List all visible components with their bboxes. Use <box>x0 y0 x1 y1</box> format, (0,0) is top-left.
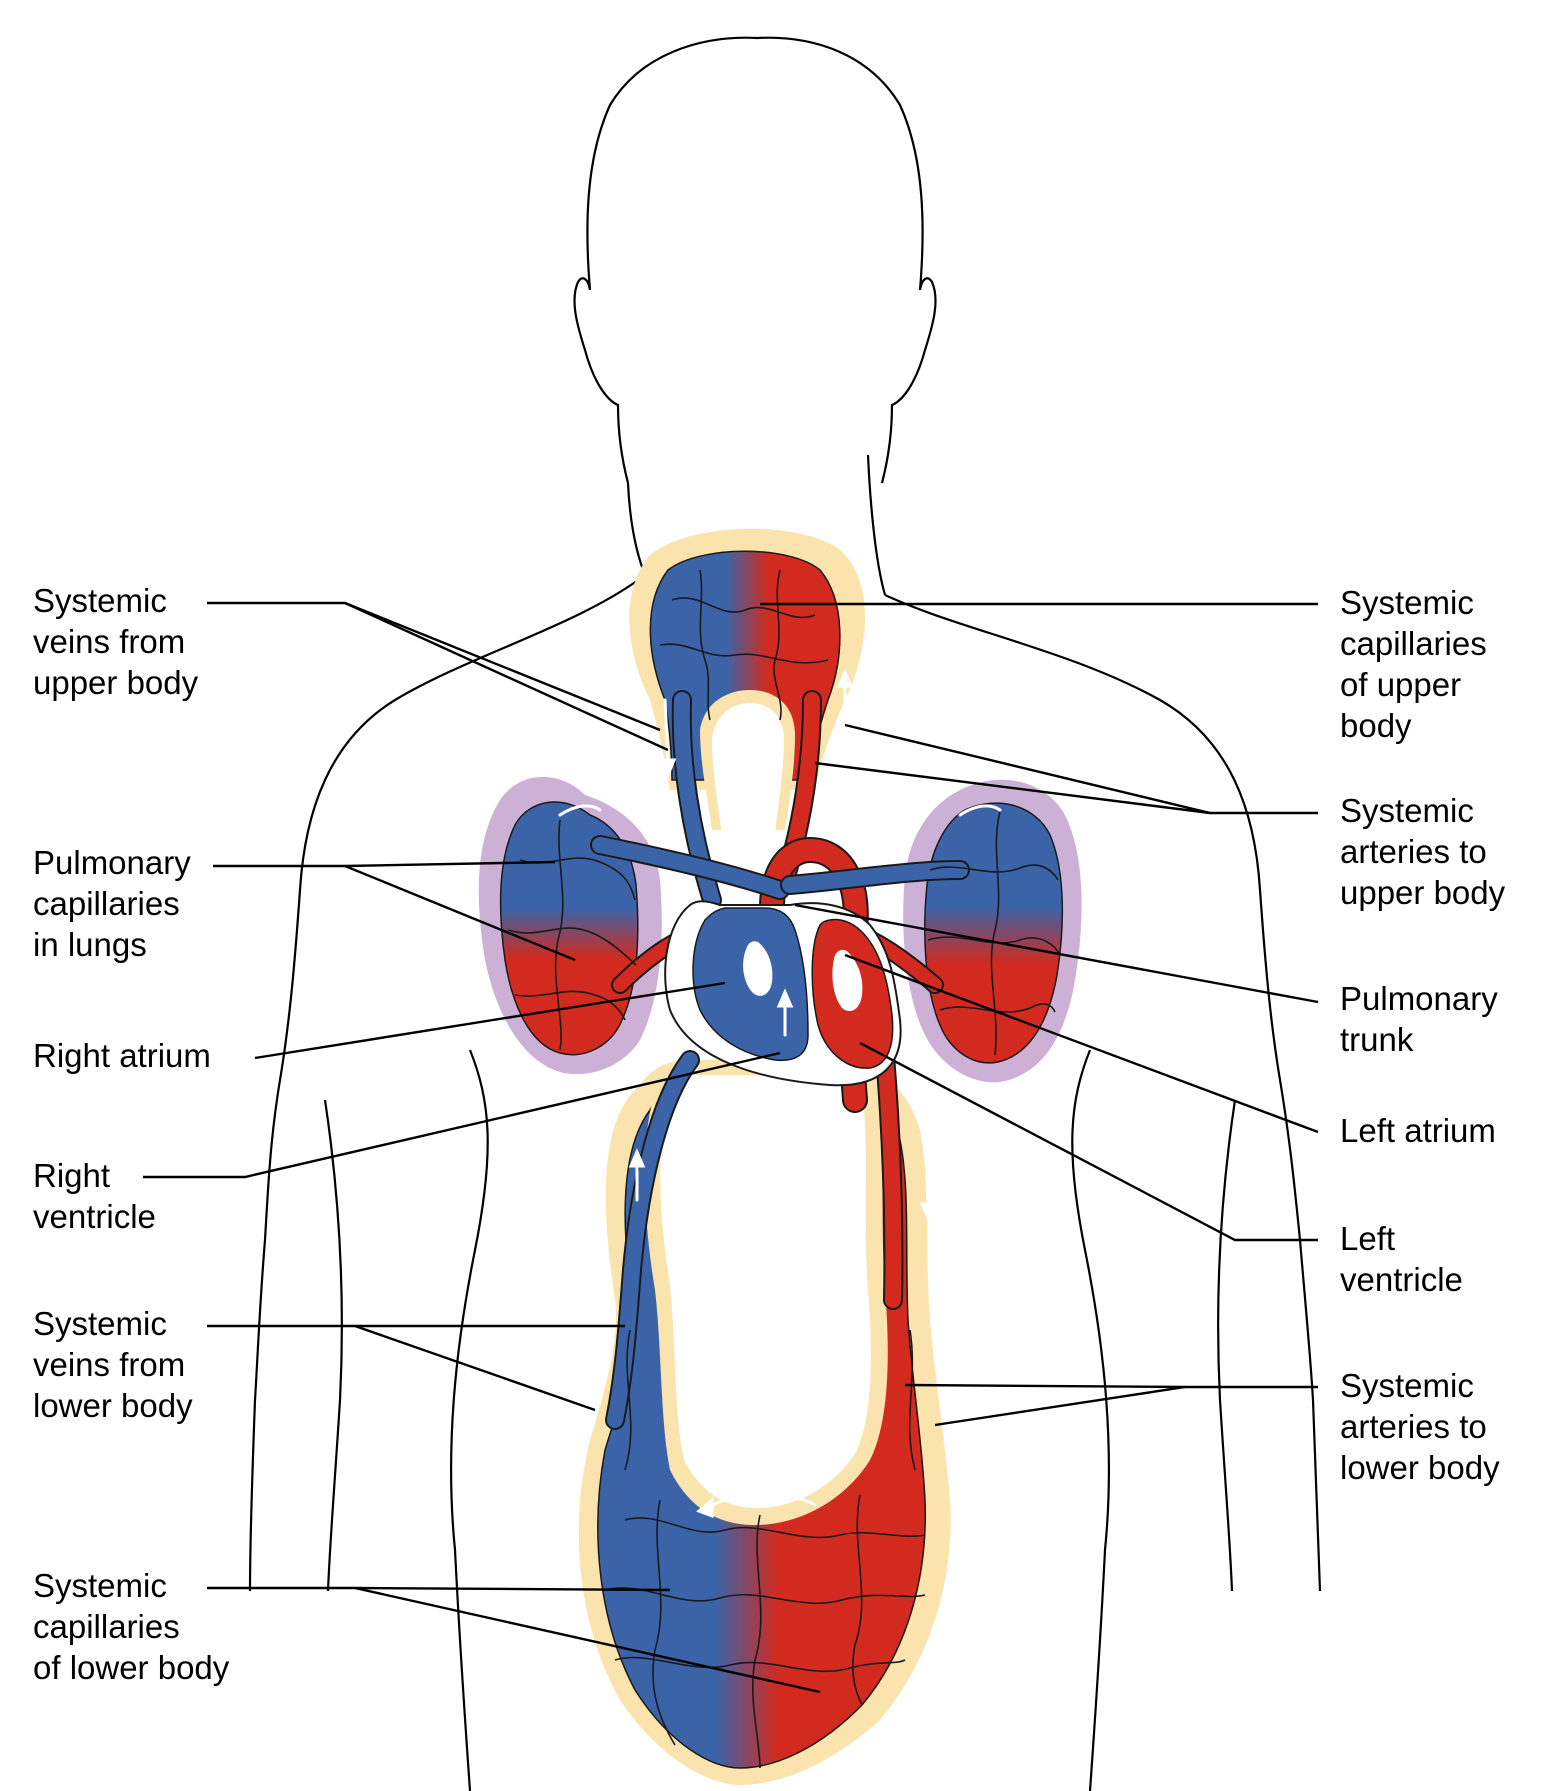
capillary-strand <box>604 1587 926 1604</box>
capillary-strand <box>927 936 1061 956</box>
label-pulmonary-trunk: Pulmonary trunk <box>1340 980 1498 1058</box>
arrow-right-lung <box>958 804 1002 817</box>
shoulder-right <box>884 594 1322 1592</box>
leader-right-atrium <box>254 981 726 1060</box>
capillary-strand <box>514 990 626 1021</box>
arrow-svc <box>663 698 670 767</box>
capillary-strand <box>624 1517 926 1539</box>
capillary-strand <box>507 927 637 966</box>
capillary-strand <box>652 1499 676 1746</box>
label-left-ventricle: Left ventricle <box>1340 1220 1463 1298</box>
capillary-network <box>507 569 1061 1769</box>
leader-right-ventricle <box>143 1051 781 1179</box>
capillary-strand <box>990 811 1001 1056</box>
leader-lines <box>143 601 1319 1694</box>
label-systemic-veins-upper: Systemic veins from upper body <box>33 582 199 701</box>
leader-systemic-arteries-upper-b <box>814 761 1211 815</box>
capillary-strand <box>554 819 564 1051</box>
arm-inner-left <box>323 1099 343 1592</box>
label-right-ventricle: Right ventricle <box>33 1157 156 1235</box>
label-systemic-capillaries-upper: Systemic capillaries of upper body <box>1340 584 1487 744</box>
label-right-atrium: Right atrium <box>33 1037 211 1074</box>
leader-systemic-capillaries-lower-b <box>354 1586 821 1694</box>
label-pulmonary-capillaries: Pulmonary capillaries in lungs <box>33 844 191 963</box>
leader-systemic-arteries-lower-a <box>904 1383 1186 1389</box>
torso-right <box>1071 1049 1111 1791</box>
capillary-strand <box>773 569 782 721</box>
arrow-lower-arc-head <box>696 1496 714 1519</box>
label-systemic-capillaries-lower: Systemic capillaries of lower body <box>33 1567 230 1686</box>
leader-systemic-arteries-upper <box>844 723 1318 815</box>
neck-right <box>866 454 887 596</box>
central-cavity <box>660 1075 871 1508</box>
arrow-lower-arc <box>703 1492 817 1512</box>
capillary-strand <box>699 569 711 721</box>
flow-arrows <box>558 668 1002 1519</box>
torso-left <box>449 1049 489 1791</box>
arrow-aorta-head <box>919 1202 937 1222</box>
inferior-vena-cava-fill <box>607 1052 698 1428</box>
neck-left <box>626 482 647 576</box>
body-outline <box>248 36 1322 1791</box>
leader-pulmonary-trunk <box>794 903 1319 1004</box>
label-systemic-arteries-lower: Systemic arteries to lower body <box>1340 1367 1500 1486</box>
leader-systemic-arteries-lower-b <box>934 1385 1186 1427</box>
arrow-ivc-head <box>628 1148 646 1168</box>
leader-pulmonary-capillaries-b <box>344 864 576 962</box>
capillary-strand <box>624 1329 632 1471</box>
upper-loop-inner <box>712 703 784 835</box>
leader-systemic-capillaries-lower-a <box>354 1586 671 1592</box>
arrow-svc-head <box>659 758 677 780</box>
capillary-strand <box>908 1329 916 1471</box>
shoulder-left <box>248 574 646 1592</box>
leader-left-atrium <box>844 953 1319 1134</box>
label-systemic-arteries-upper: Systemic arteries to upper body <box>1340 792 1506 911</box>
capillary-strand <box>929 864 1059 881</box>
capillary-strand <box>752 1514 762 1769</box>
left-heart-hole <box>832 949 863 1012</box>
right-heart-hole <box>743 941 773 996</box>
capillary-strand <box>939 1003 1056 1013</box>
leader-systemic-veins-upper-b <box>344 601 661 732</box>
pulmonary-artery-right-fill <box>782 862 968 893</box>
capillary-strand <box>659 643 829 664</box>
capillary-strand <box>614 1656 906 1673</box>
arm-inner-right <box>1217 1099 1237 1592</box>
arrow-upper-artery-head <box>836 668 854 688</box>
capillary-strand <box>671 597 816 619</box>
leader-pulmonary-capillaries-a <box>344 860 556 868</box>
arrow-heart-head <box>776 988 794 1008</box>
head-outline <box>573 36 937 484</box>
capillary-strand <box>852 1494 863 1706</box>
leader-left-ventricle <box>859 1041 1318 1242</box>
label-systemic-veins-lower: Systemic veins from lower body <box>33 1305 193 1424</box>
leader-systemic-veins-lower-b <box>354 1324 596 1412</box>
label-left-atrium: Left atrium <box>1340 1112 1496 1149</box>
pulmonary-artery-left-fill <box>592 837 788 898</box>
arrow-left-lung <box>558 804 602 817</box>
